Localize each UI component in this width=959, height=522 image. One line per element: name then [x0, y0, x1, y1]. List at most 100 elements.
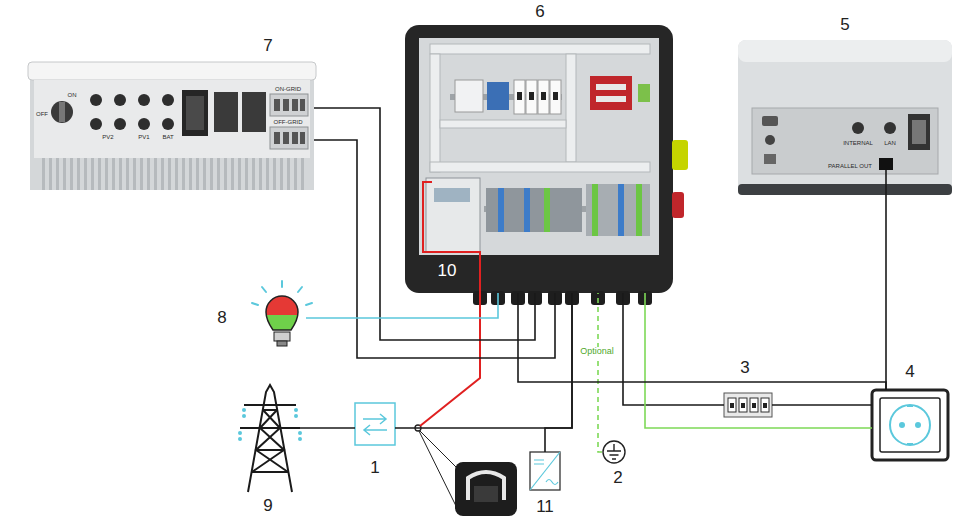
wire-connector — [545, 293, 572, 452]
pylon-drawing — [294, 414, 298, 418]
callout-number: 3 — [740, 359, 749, 378]
inverter-drawing — [28, 62, 316, 80]
label-wrap: PV1 — [138, 134, 149, 141]
inverter-drawing — [90, 94, 102, 106]
wire-connector — [623, 293, 724, 405]
socket-drawing — [872, 390, 948, 460]
circuit-breaker: 3 — [724, 393, 772, 417]
lamp-drawing — [266, 296, 298, 330]
pv-inverter-symbol — [534, 460, 544, 464]
cabinet-drawing — [430, 54, 440, 172]
inverter-drawing — [186, 96, 204, 130]
inverter-drawing — [162, 118, 174, 130]
grid-switch-drawing — [364, 425, 387, 435]
cabinet-drawing — [541, 92, 546, 100]
lamp-drawing — [306, 303, 312, 305]
inverter-drawing — [138, 94, 150, 106]
cabinet-drawing — [544, 188, 550, 232]
wire-connector — [598, 293, 602, 452]
grid-switch-drawing — [355, 403, 395, 445]
socket-drawing — [880, 398, 940, 452]
wire-connector — [772, 404, 872, 406]
wire-connector — [885, 195, 887, 390]
control-cabinet: 610 — [405, 25, 673, 293]
battery-drawing — [908, 114, 930, 150]
callout-wrap: 7 — [263, 37, 272, 56]
inverter-drawing — [270, 127, 308, 149]
grid-switch-drawing — [363, 414, 386, 424]
inverter-drawing — [34, 80, 310, 158]
pylon-drawing — [238, 385, 302, 492]
pylon-drawing — [252, 410, 288, 472]
battery-drawing — [879, 158, 893, 170]
cabinet-drawing — [592, 184, 598, 236]
callout-number: 10 — [438, 262, 457, 281]
socket-drawing — [872, 390, 948, 460]
cabinet-drawing — [419, 38, 659, 255]
lamp-drawing — [277, 341, 287, 346]
callout-wrap: 10 — [438, 262, 457, 281]
inverter: 7 — [30, 62, 314, 190]
port-label: ON-GRID — [275, 86, 301, 93]
breaker-drawing — [752, 403, 756, 408]
inverter-drawing — [51, 101, 73, 123]
wire-connector — [314, 108, 535, 340]
socket-drawing — [890, 405, 930, 445]
lamp-drawing — [281, 281, 283, 287]
callout-number: 5 — [840, 16, 849, 35]
callout-number: 11 — [536, 498, 554, 517]
pv-inverter-symbol — [530, 452, 560, 490]
callout-wrap: 5 — [840, 16, 849, 35]
battery-drawing — [738, 40, 952, 62]
breaker-drawing — [750, 398, 758, 412]
cabinet-drawing — [596, 96, 626, 102]
label-wrap: ON — [68, 92, 77, 99]
cabinet-drawing — [672, 192, 684, 218]
callout-wrap: 3 — [740, 359, 749, 378]
ground-symbol — [603, 441, 625, 463]
callout-number: 9 — [263, 497, 272, 516]
cabinet-drawing — [538, 80, 549, 114]
callout-wrap: 2 — [613, 469, 622, 488]
inverter-drawing — [300, 99, 305, 111]
cabinet-drawing — [566, 54, 576, 162]
pv-inverter-symbol — [530, 452, 560, 490]
cabinet-drawing — [618, 184, 624, 236]
port-label: BAT — [162, 134, 173, 141]
inverter-drawing — [28, 62, 316, 190]
inverter-drawing — [300, 132, 305, 144]
ground: 2 — [602, 440, 626, 464]
cabinet-drawing — [440, 120, 566, 128]
label-wrap: OFF — [36, 111, 48, 118]
pv-inverter: 11 — [530, 452, 560, 490]
cabinet-drawing — [526, 80, 537, 114]
inverter-drawing — [283, 132, 289, 144]
callout-wrap: 9 — [263, 497, 272, 516]
inverter-drawing — [40, 158, 304, 190]
switch-label: ON — [68, 92, 77, 99]
inverter-drawing — [270, 94, 308, 116]
wire-connector — [306, 293, 498, 318]
callout-wrap: 4 — [905, 363, 914, 382]
cabinet-drawing — [405, 25, 688, 305]
battery-drawing — [852, 122, 864, 134]
battery-drawing — [765, 135, 775, 145]
lamp-drawing — [252, 303, 258, 305]
label-wrap: PARALLEL OUT — [828, 163, 872, 170]
pv-inverter-symbol — [546, 480, 558, 485]
pylon-drawing — [298, 431, 302, 435]
port-label: PV2 — [102, 134, 113, 141]
current-clamp-drawing — [419, 431, 457, 508]
inverter-drawing — [274, 132, 280, 144]
cabinet-drawing — [514, 80, 525, 114]
pylon-drawing — [240, 405, 300, 428]
label-wrap: INTERNAL — [843, 140, 873, 147]
cabinet-drawing — [638, 84, 650, 102]
callout-wrap: 11 — [536, 498, 554, 517]
cabinet-drawing — [426, 178, 480, 252]
pylon-drawing — [248, 385, 292, 492]
